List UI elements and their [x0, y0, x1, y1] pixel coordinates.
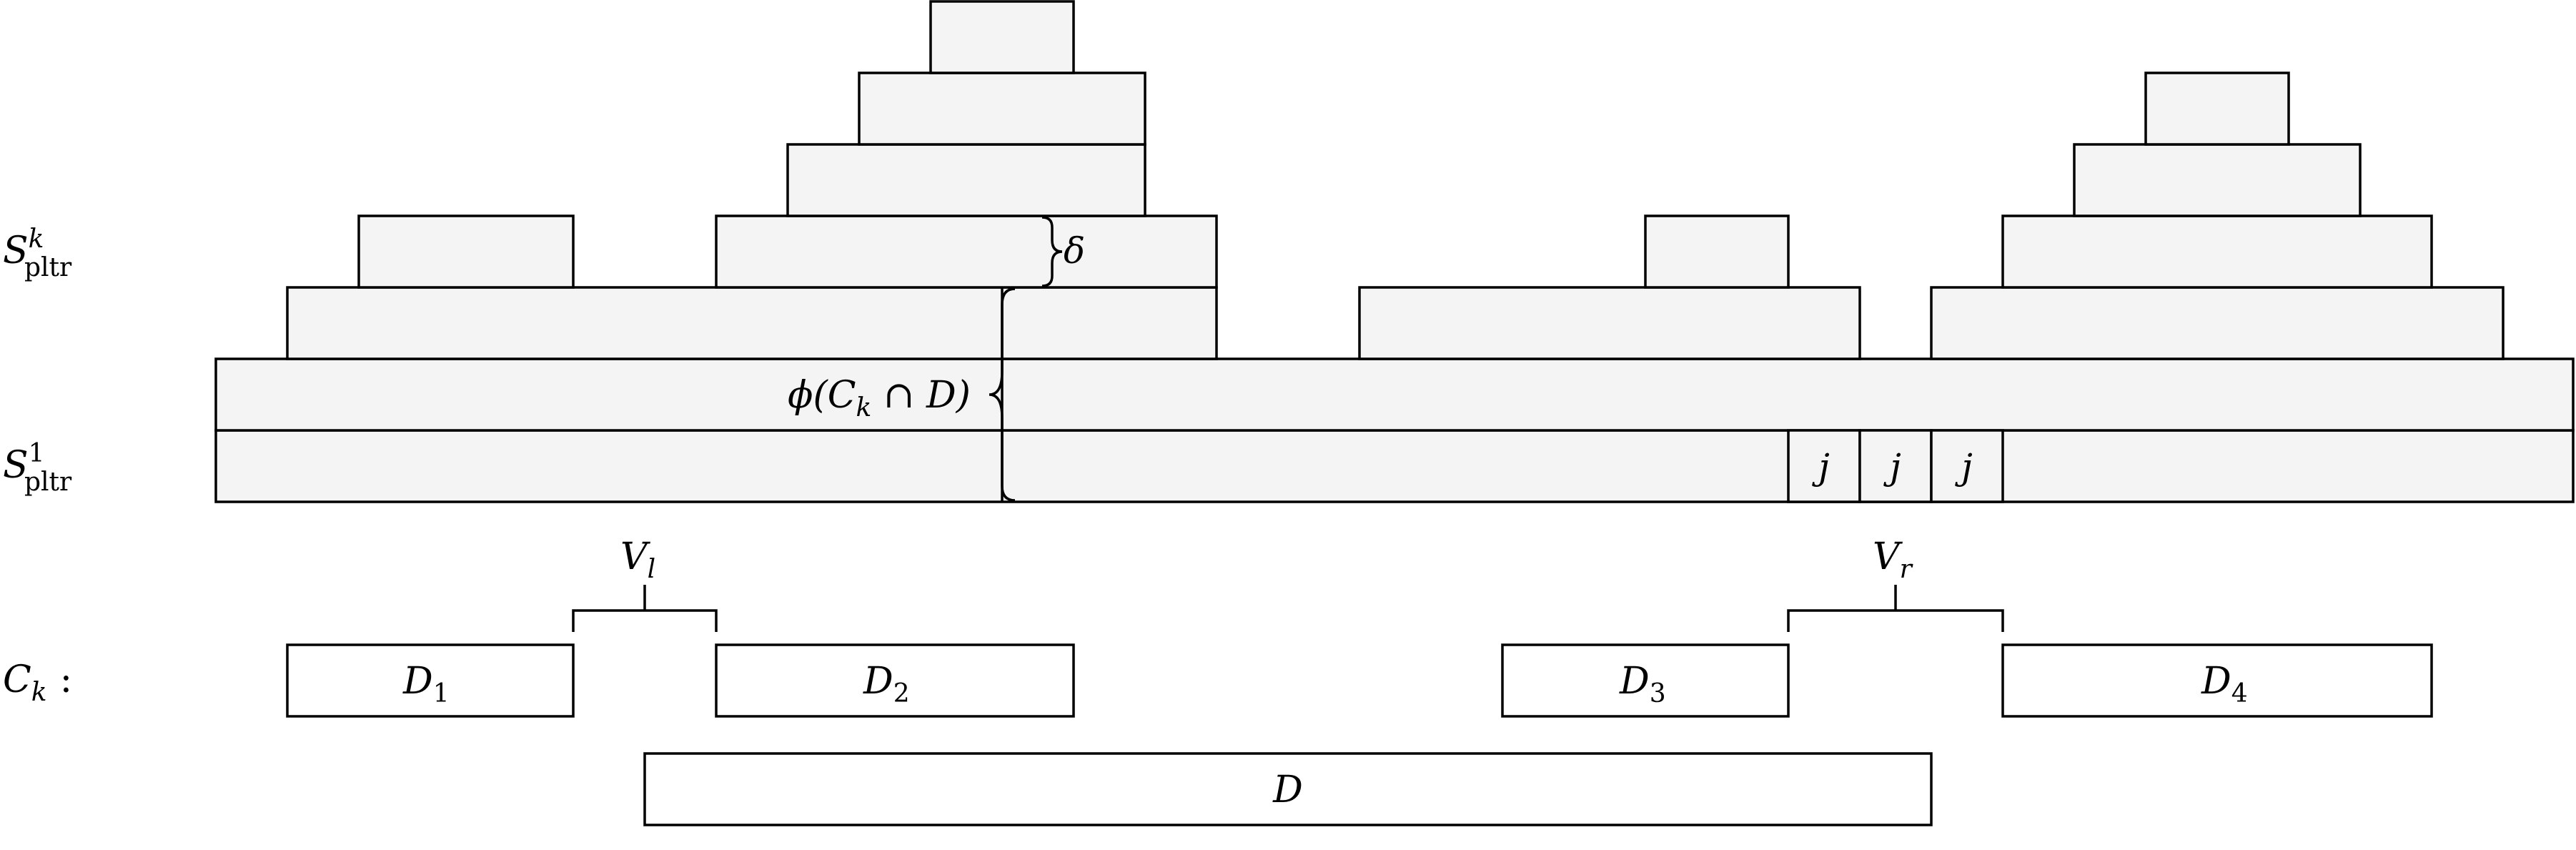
phi-label: ϕ(Ck ∩ D): [788, 374, 971, 422]
j-cell-2: [1858, 429, 1933, 503]
phi-brace: [989, 287, 1016, 502]
vl-label: Vl: [620, 535, 655, 584]
vr-bracket: [1787, 585, 2004, 632]
block-l5-a: [786, 143, 1146, 217]
d2-label: D2: [863, 660, 910, 708]
vr-label: Vr: [1873, 535, 1913, 584]
block-l4-b: [715, 214, 1218, 289]
block-l3-b: [1358, 286, 1861, 360]
delta-brace: [1041, 216, 1063, 287]
block-layer-2: [214, 357, 2575, 432]
d2-box: [715, 643, 1075, 718]
d3-box: [1501, 643, 1790, 718]
d1-box: [286, 643, 575, 718]
d4-label: D4: [2201, 660, 2248, 708]
block-l4-c: [1644, 214, 1790, 289]
block-l7-a: [929, 0, 1075, 74]
vl-bracket: [572, 585, 718, 632]
block-l4-a: [357, 214, 575, 289]
d-main-box: [643, 752, 1933, 826]
block-l6-b: [2144, 71, 2290, 146]
d-main-label: D: [1272, 769, 1303, 811]
block-l3-c: [1930, 286, 2505, 360]
block-stack: [214, 0, 2575, 503]
j-cell-3: [1930, 429, 2004, 503]
block-layer-1: [214, 429, 2575, 503]
block-l5-b: [2073, 143, 2362, 217]
d3-label: D3: [1619, 660, 1666, 708]
block-l4-d: [2001, 214, 2433, 289]
delta-label: δ: [1064, 230, 1085, 272]
block-l6-a: [858, 71, 1146, 146]
interval-boxes: [286, 643, 2433, 826]
block-l3-a: [286, 286, 1218, 360]
j-cell-1: [1787, 429, 1861, 503]
d4-box: [2001, 643, 2433, 718]
d1-label: D1: [402, 660, 450, 708]
label-ck: Ck:: [3, 658, 72, 707]
